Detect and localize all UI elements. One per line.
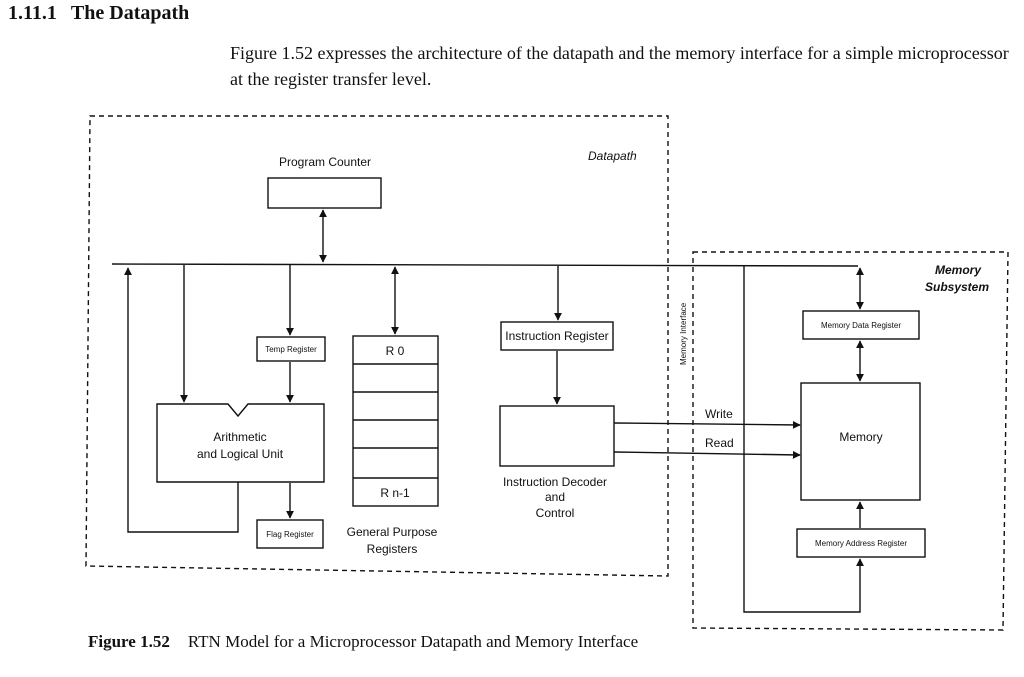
alu-box — [156, 403, 325, 483]
intro-paragraph: Figure 1.52 expresses the architecture o… — [230, 43, 1009, 89]
memory-label: Memory — [839, 430, 882, 444]
section-title: The Datapath — [70, 2, 190, 24]
caption-text: RTN Model for a Microprocessor Datapath … — [187, 632, 639, 651]
figure-caption: Figure 1.52 RTN Model for a Microprocesso… — [88, 632, 638, 652]
decoder-label-line2: and — [545, 490, 565, 504]
decoder-label-line1: Instruction Decoder — [503, 475, 607, 489]
temp-register-box — [256, 336, 326, 362]
temp-register-label: Temp Register — [265, 345, 317, 354]
caption-label: Figure 1.52 — [88, 632, 170, 651]
write-signal-label: Write — [705, 407, 733, 421]
section-number: 1.11.1 — [8, 2, 57, 24]
memory-subsystem-label: Memory — [935, 263, 982, 277]
instruction-register-label: Instruction Register — [505, 329, 608, 343]
decoder-label-line3: Control — [536, 506, 575, 520]
alu-feedback-wire — [124, 267, 239, 533]
memory-address-register-label: Memory Address Register — [815, 539, 907, 548]
gpr-rn1-label: R n-1 — [380, 486, 410, 500]
instruction-register-box — [500, 321, 614, 351]
main-bus — [111, 263, 859, 267]
alu-label-line1: Arithmetic — [213, 430, 266, 444]
bus-to-mar-wire — [743, 266, 864, 613]
memory-box — [800, 382, 921, 501]
gpr-stack — [352, 335, 439, 507]
datapath-boundary — [85, 115, 669, 577]
read-signal-line — [613, 450, 801, 459]
flag-register-label: Flag Register — [266, 530, 314, 539]
gpr-r0-label: R 0 — [386, 344, 405, 358]
memory-subsystem-label-2: Subsystem — [925, 280, 989, 294]
read-signal-label: Read — [705, 436, 734, 450]
instruction-decoder-box — [499, 405, 615, 467]
memory-address-register-box — [796, 528, 926, 558]
memory-data-register-label: Memory Data Register — [821, 321, 901, 330]
gpr-label-line1: General Purpose — [347, 525, 438, 539]
datapath-label: Datapath — [588, 149, 637, 163]
gpr-label-line2: Registers — [367, 542, 418, 556]
memory-subsystem-boundary — [692, 251, 1009, 631]
alu-label-line2: and Logical Unit — [197, 447, 284, 461]
memory-interface-label: Memory Interface — [679, 302, 688, 365]
flag-register-box — [256, 519, 324, 549]
write-signal-line — [613, 420, 801, 429]
program-counter-box — [267, 177, 382, 209]
section-heading: 1.11.1 The Datapath — [8, 2, 189, 25]
memory-data-register-box — [802, 310, 920, 340]
program-counter-label: Program Counter — [279, 155, 371, 169]
